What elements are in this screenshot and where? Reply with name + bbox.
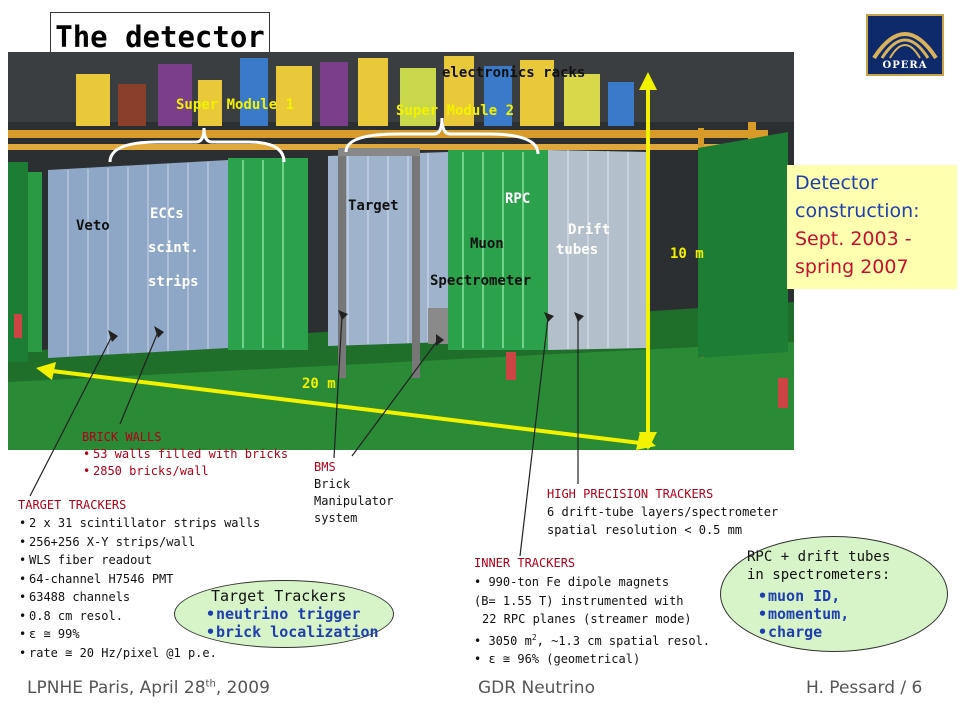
inner-trackers-text: • 990-ton Fe dipole magnets (B= 1.55 T) …	[474, 573, 710, 669]
inner-trackers-l5: ε ≅ 96% (geometrical)	[488, 652, 641, 666]
inner-trackers-l4sup: 2	[531, 632, 537, 642]
tt-box-item: brick localization	[206, 623, 379, 641]
construction-line-3: Sept. 2003 -	[795, 228, 912, 250]
construction-box: Detector construction: Sept. 2003 - spri…	[787, 165, 957, 289]
label-scint: scint.	[148, 240, 199, 256]
construction-line-4: spring 2007	[795, 256, 909, 278]
label-super-module-1: Super Module 1	[176, 97, 295, 113]
inner-trackers-line: • 990-ton Fe dipole magnets	[474, 575, 670, 589]
slide-title-text: The detector	[55, 20, 265, 54]
footer-left-sup: th	[205, 678, 216, 690]
brick-walls-item: 2850 bricks/wall	[83, 463, 288, 480]
opera-logo: OPERA	[866, 14, 944, 76]
label-target: Target	[348, 198, 399, 214]
target-trackers-title: TARGET TRACKERS	[18, 498, 127, 512]
target-trackers-item: 256+256 X-Y strips/wall	[19, 533, 260, 552]
inner-trackers-line: 22 RPC planes (streamer mode)	[482, 612, 692, 626]
opera-logo-text: OPERA	[882, 60, 928, 71]
footer-center: GDR Neutrino	[478, 678, 595, 698]
footer-left: LPNHE Paris, April 28th, 2009	[27, 678, 270, 698]
bms-text: BMS Brick Manipulator system	[314, 458, 393, 527]
label-strips: strips	[148, 274, 199, 290]
label-super-module-2: Super Module 2	[396, 103, 515, 119]
bms-line: Manipulator	[314, 494, 394, 508]
high-precision-title: HIGH PRECISION TRACKERS	[547, 487, 714, 501]
rpc-box-item: charge	[758, 623, 849, 641]
footer-right: H. Pessard / 6	[806, 678, 923, 698]
target-trackers-item: WLS fiber readout	[19, 551, 260, 570]
rpc-summary-box: RPC + drift tubes in spectrometers: muon…	[720, 536, 948, 652]
bms-line: Brick	[314, 477, 351, 491]
tt-box-title: Target Trackers	[211, 587, 347, 605]
rpc-box-item: momentum,	[758, 605, 849, 623]
label-10-m: 10 m	[670, 246, 704, 262]
rpc-box-item: muon ID,	[758, 587, 849, 605]
bms-line: system	[314, 511, 358, 525]
inner-trackers-l1: 990-ton Fe dipole magnets	[488, 575, 670, 589]
construction-line-1: Detector	[795, 172, 878, 194]
inner-trackers-line: • ε ≅ 96% (geometrical)	[474, 652, 641, 666]
inner-trackers-line: • 3050 m2, ~1.3 cm spatial resol.	[474, 632, 711, 648]
rpc-box-list: muon ID, momentum, charge	[757, 587, 849, 641]
target-trackers-item: ε ≅ 99%	[19, 625, 260, 644]
rpc-box-title-2: in spectrometers:	[747, 567, 891, 583]
theater-logo-icon	[872, 32, 938, 60]
inner-trackers-l4a: 3050 m	[488, 633, 532, 648]
label-drift: Drift	[568, 222, 611, 238]
target-trackers-item: 0.8 cm resol.	[19, 607, 260, 626]
target-trackers-item: rate ≅ 20 Hz/pixel @1 p.e.	[19, 644, 260, 663]
label-electronics-racks: electronics racks	[442, 65, 586, 81]
brick-walls-list: 53 walls filled with bricks 2850 bricks/…	[82, 446, 288, 480]
label-spectrometer: Spectrometer	[430, 273, 532, 289]
inner-trackers-title: INNER TRACKERS	[474, 556, 576, 570]
brick-walls-title: BRICK WALLS	[82, 430, 162, 444]
label-tubes: tubes	[556, 242, 599, 258]
brick-walls-item: 53 walls filled with bricks	[83, 446, 288, 463]
detector-photo	[8, 52, 794, 450]
bms-line: BMS	[314, 460, 336, 474]
label-veto: Veto	[76, 218, 110, 234]
inner-trackers-l4b: , ~1.3 cm spatial resol.	[536, 633, 711, 648]
label-20-m: 20 m	[302, 376, 336, 392]
target-trackers-item: 63488 channels	[19, 588, 260, 607]
target-trackers-item: 2 x 31 scintillator strips walls	[19, 514, 260, 533]
label-muon: Muon	[470, 236, 504, 252]
target-trackers-summary-box: Target Trackers neutrino trigger brick l…	[174, 580, 394, 648]
target-trackers-list: 2 x 31 scintillator strips walls 256+256…	[18, 514, 260, 662]
footer-left-a: LPNHE Paris, April 28	[27, 678, 206, 698]
target-trackers-item: 64-channel H7546 PMT	[19, 570, 260, 589]
high-precision-line-2: spatial resolution < 0.5 mm	[547, 523, 743, 537]
label-eccs: ECCs	[150, 206, 184, 222]
rpc-box-title-1: RPC + drift tubes	[747, 549, 891, 565]
tt-box-item: neutrino trigger	[206, 605, 379, 623]
label-rpc: RPC	[505, 191, 531, 207]
tt-box-list: neutrino trigger brick localization	[205, 605, 379, 641]
inner-trackers-line: (B= 1.55 T) instrumented with	[474, 593, 684, 608]
construction-line-2: construction:	[795, 200, 920, 222]
footer-left-b: , 2009	[215, 678, 270, 698]
high-precision-line-1: 6 drift-tube layers/spectrometer	[547, 505, 779, 519]
